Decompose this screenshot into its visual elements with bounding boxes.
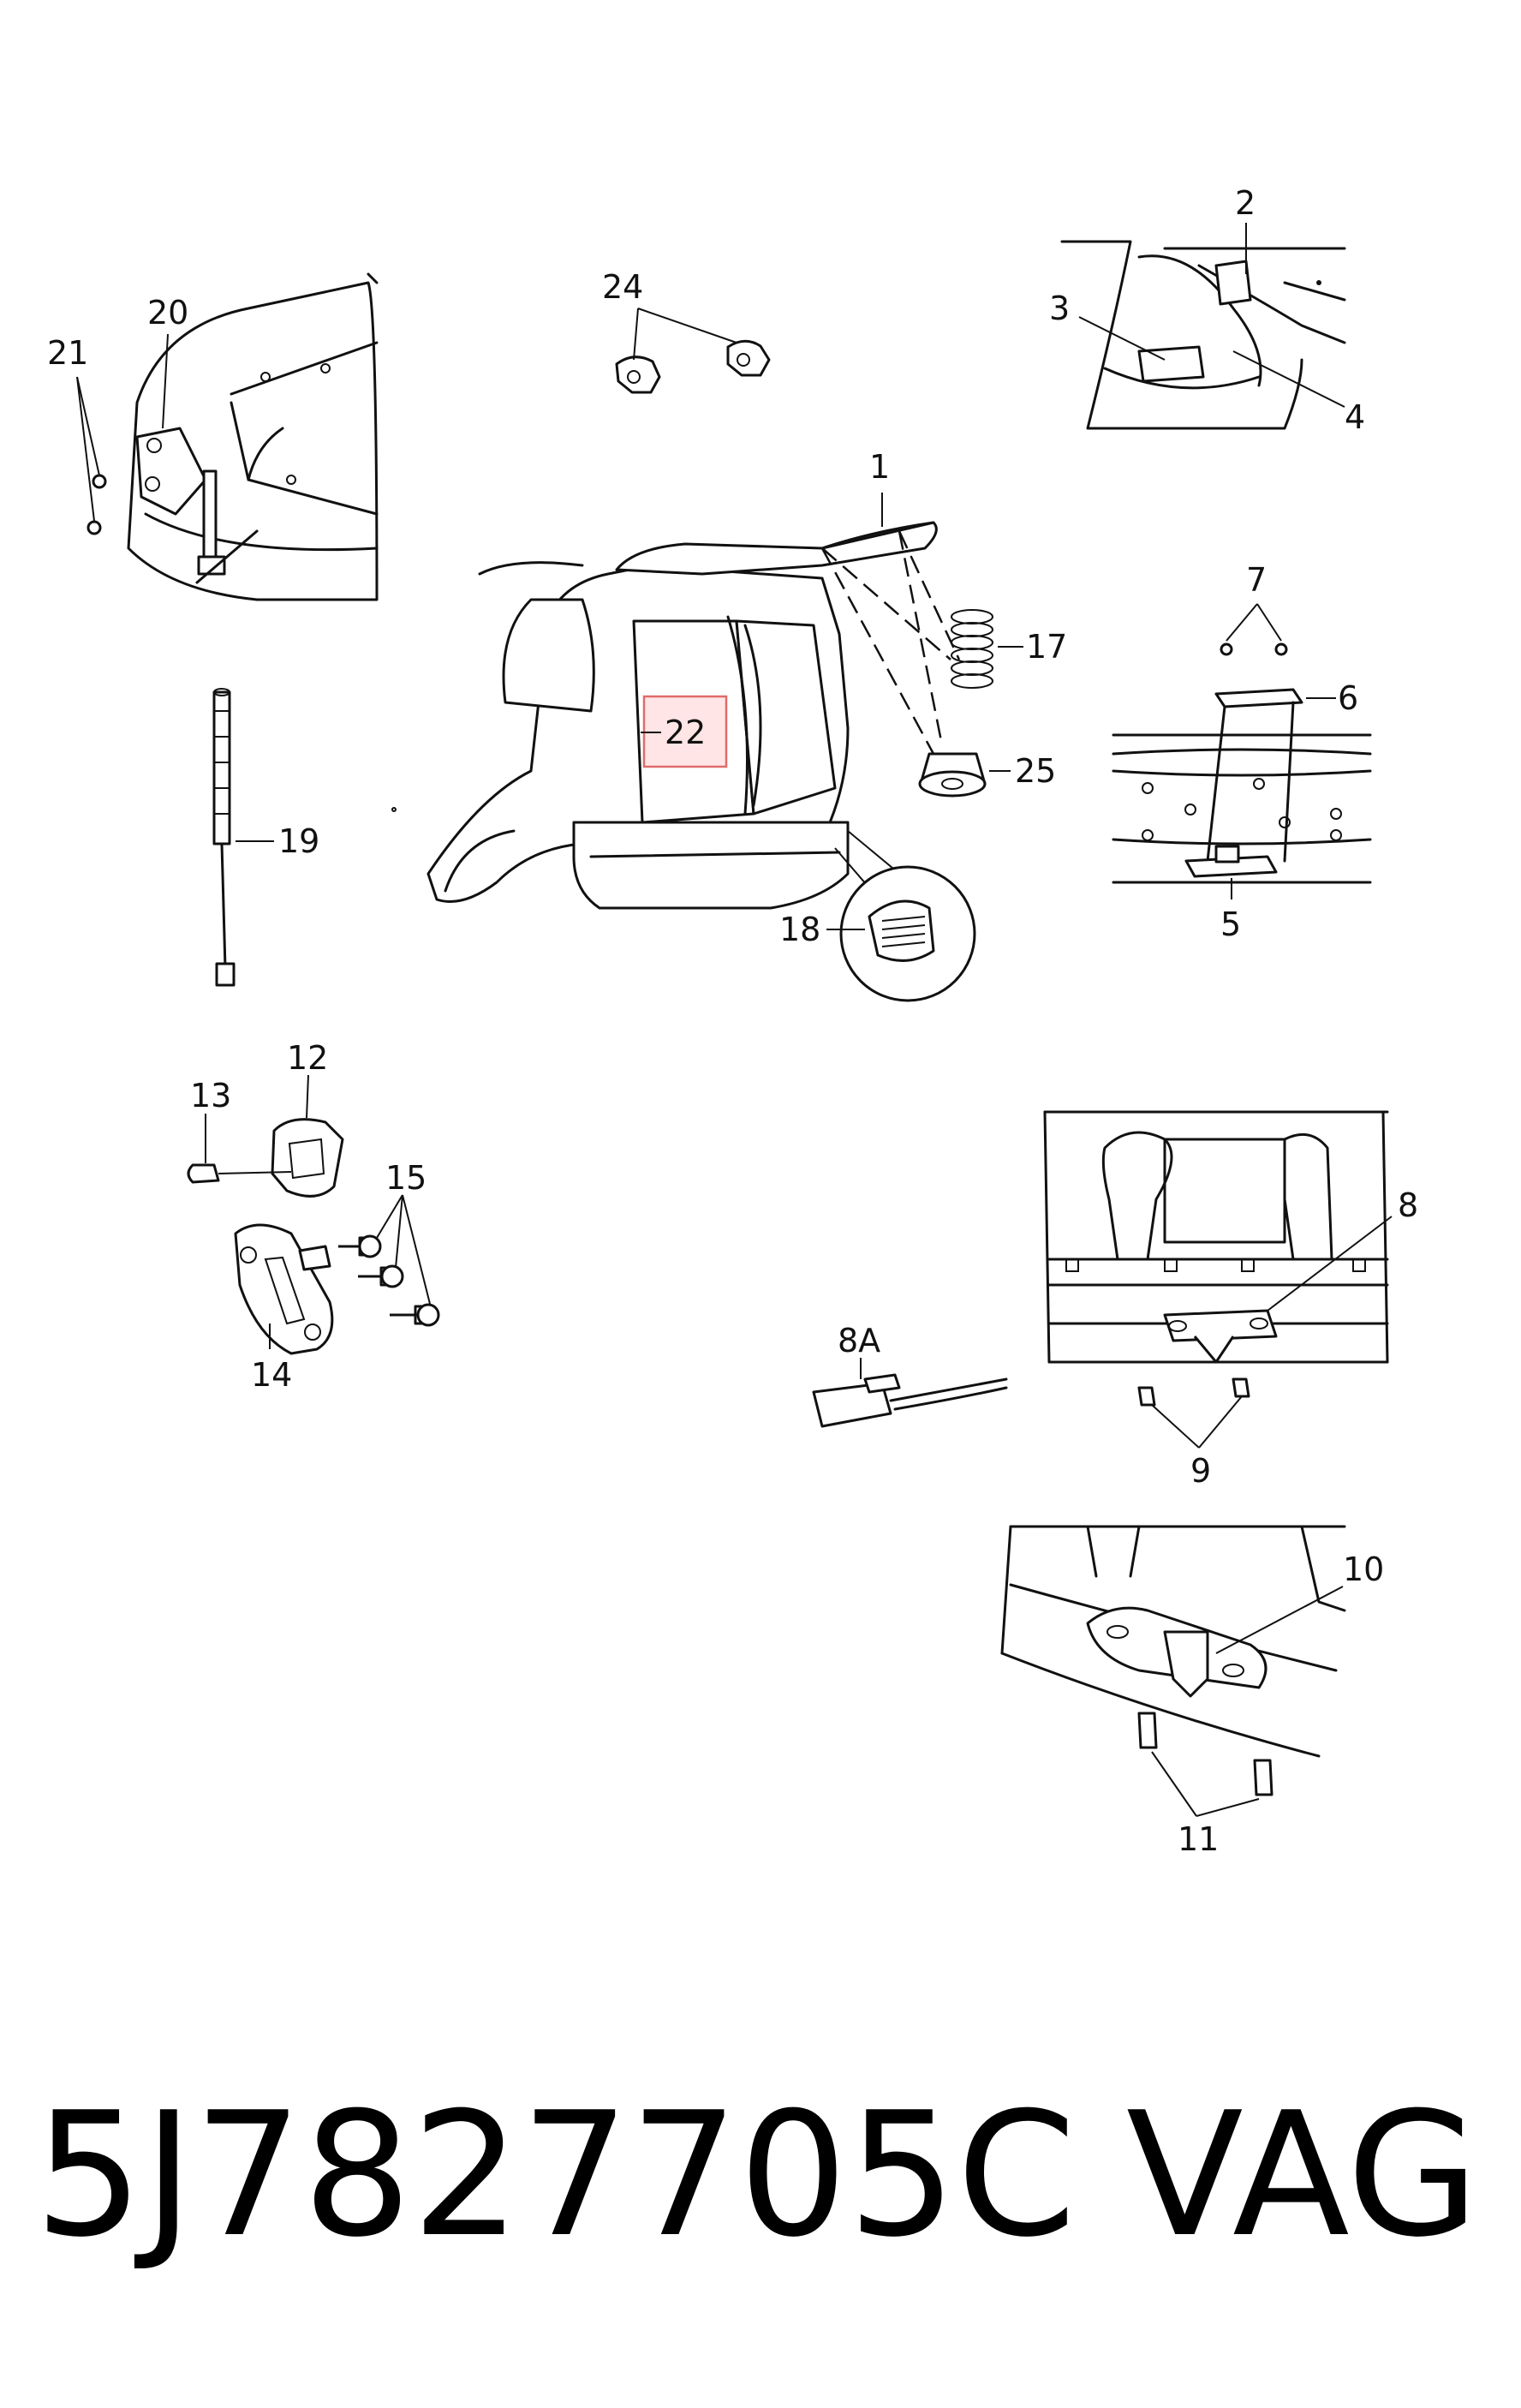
callout-2: 2 [1235, 184, 1256, 222]
cable-sensor-8a [812, 1373, 1008, 1428]
callout-5: 5 [1220, 905, 1241, 943]
callout-24: 24 [602, 268, 643, 306]
hinge-detail-drawing [1060, 240, 1346, 430]
callout-8: 8 [1398, 1186, 1418, 1224]
vehicle-rear-drawing [391, 521, 938, 910]
part-number: 5J7827705C [34, 2076, 1077, 2275]
switch-housing-group [187, 1118, 440, 1355]
callout-12: 12 [287, 1039, 328, 1077]
callout-1: 1 [869, 448, 890, 486]
bump-stop-spring [951, 609, 993, 689]
lower-latch-drawing [1000, 1525, 1346, 1796]
callout-14: 14 [251, 1356, 292, 1394]
callout-17: 17 [1026, 628, 1067, 666]
tailgate-corner-drawing [86, 272, 379, 601]
callout-7: 7 [1246, 561, 1267, 599]
callout-25: 25 [1015, 752, 1056, 790]
callout-20: 20 [147, 294, 188, 332]
latch-panel-drawing [1043, 1110, 1389, 1407]
callout-9: 9 [1190, 1452, 1211, 1490]
callout-10: 10 [1343, 1551, 1384, 1588]
callout-8a: 8A [838, 1322, 880, 1359]
footer-part-info: 5J7827705C VAG [34, 2090, 1479, 2262]
gas-strut [212, 688, 236, 987]
callout-13: 13 [190, 1077, 231, 1114]
callout-15: 15 [385, 1159, 426, 1197]
lock-panel-drawing [1112, 642, 1372, 884]
callout-19: 19 [278, 822, 319, 860]
callout-11: 11 [1178, 1820, 1219, 1858]
clip-parts [615, 339, 771, 394]
callout-22: 22 [665, 714, 706, 751]
callout-18: 18 [779, 911, 820, 948]
callout-21: 21 [47, 334, 88, 372]
detail-circle-18 [834, 830, 976, 1002]
callout-3: 3 [1049, 290, 1070, 327]
callout-6: 6 [1338, 679, 1358, 717]
callout-4: 4 [1345, 398, 1365, 436]
brand-name: VAG [1126, 2076, 1480, 2275]
buffer-part [918, 752, 987, 798]
